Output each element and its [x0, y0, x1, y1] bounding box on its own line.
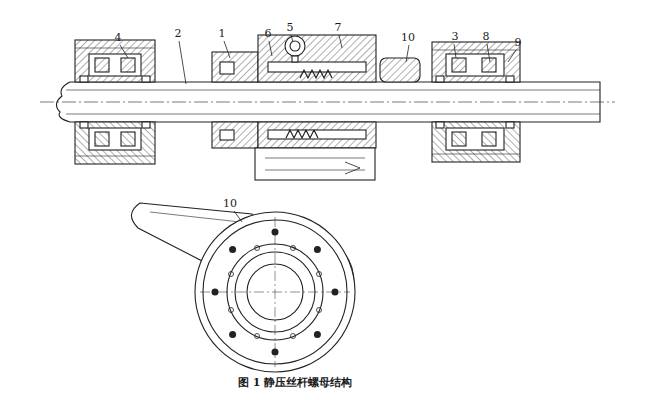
callout-number: 6	[265, 28, 272, 39]
left-bearing-housing	[75, 40, 155, 82]
hydrostatic-nut	[268, 130, 366, 139]
right-bearing-housing	[432, 42, 520, 82]
bolt-holes	[212, 229, 339, 356]
section-view	[40, 35, 615, 180]
bolt-holes	[314, 246, 321, 253]
leader-lines	[339, 35, 342, 48]
callout-number: 10	[223, 198, 237, 209]
hydrostatic-nut	[255, 148, 375, 180]
hydrostatic-nut	[292, 56, 298, 62]
hydrostatic-nut	[258, 35, 376, 82]
bolt-holes	[272, 229, 279, 236]
leader-lines	[487, 44, 490, 62]
right-bearing-housing	[432, 42, 520, 82]
right-bearing-housing	[432, 122, 520, 162]
bolt-holes	[332, 289, 339, 296]
small-holes	[229, 246, 322, 339]
callout-number: 7	[335, 22, 342, 33]
hydrostatic-nut	[212, 122, 258, 148]
callout-number: 9	[515, 37, 522, 48]
hydrostatic-nut	[268, 62, 366, 72]
small-holes	[317, 308, 322, 313]
bolt-holes	[272, 349, 279, 356]
screw-shaft	[66, 90, 600, 91]
hydrostatic-nut	[285, 36, 305, 56]
left-bearing-housing	[75, 122, 155, 164]
right-bearing-housing	[506, 76, 514, 82]
bolt-holes	[229, 331, 236, 338]
right-bearing-housing	[436, 76, 444, 82]
leader-lines	[269, 41, 272, 56]
left-bearing-housing	[75, 40, 155, 164]
bolt-holes	[212, 289, 219, 296]
hydrostatic-nut	[220, 130, 234, 140]
leader-lines	[120, 45, 128, 58]
hydrostatic-nut	[345, 162, 360, 174]
callout-number: 4	[115, 32, 122, 43]
right-bearing-housing	[452, 58, 466, 72]
left-bearing-housing	[121, 58, 135, 72]
callout-number: 1	[219, 28, 226, 39]
end-view	[131, 203, 355, 372]
small-holes	[291, 246, 296, 251]
leader-lines	[224, 41, 230, 58]
left-bearing-housing	[95, 58, 109, 72]
screw-shaft	[40, 82, 615, 122]
hydrostatic-nut	[220, 62, 234, 74]
left-bearing-housing	[75, 48, 155, 49]
hydrostatic-nut	[265, 170, 365, 171]
hydrostatic-nut	[286, 130, 318, 138]
callout-number: 10	[401, 32, 415, 43]
end-view	[275, 217, 276, 367]
small-holes	[317, 272, 322, 277]
hydrostatic-nut	[258, 122, 376, 148]
end-view	[195, 212, 355, 372]
callout-number: 3	[452, 31, 459, 42]
small-holes	[229, 272, 234, 277]
hydrostatic-nut	[212, 35, 420, 180]
figure-caption: 图 1 静压丝杆螺母结构	[238, 377, 352, 388]
hydrostatic-nut	[265, 158, 365, 159]
leader-lines	[179, 41, 186, 84]
right-bearing-housing	[482, 58, 496, 72]
hydrostatic-nut	[290, 41, 300, 51]
right-bearing-housing	[432, 50, 520, 51]
small-holes	[291, 334, 296, 339]
leader-lines	[120, 35, 516, 222]
right-bearing-housing	[432, 42, 520, 162]
callout-number: 5	[287, 22, 294, 33]
small-holes	[229, 308, 234, 313]
left-bearing-housing	[80, 76, 88, 82]
screw-shaft	[66, 114, 600, 115]
left-bearing-housing	[75, 40, 155, 82]
small-holes	[255, 246, 260, 251]
hydrostatic-nut	[300, 70, 332, 78]
leader-lines	[508, 50, 516, 62]
leader-lines	[406, 45, 409, 62]
screw-shaft	[40, 102, 615, 103]
bolt-holes	[314, 331, 321, 338]
callout-number: 8	[483, 31, 490, 42]
hydrostatic-nut	[380, 58, 420, 82]
leader-lines	[234, 211, 242, 222]
left-bearing-housing	[142, 76, 150, 82]
small-holes	[255, 334, 260, 339]
leader-lines	[454, 44, 456, 58]
right-bearing-housing	[446, 54, 504, 76]
bolt-holes	[229, 246, 236, 253]
callout-number: 2	[175, 28, 182, 39]
hydrostatic-nut	[212, 52, 258, 82]
left-bearing-housing	[89, 54, 141, 76]
leader-lines	[291, 35, 293, 42]
end-view	[150, 212, 240, 222]
